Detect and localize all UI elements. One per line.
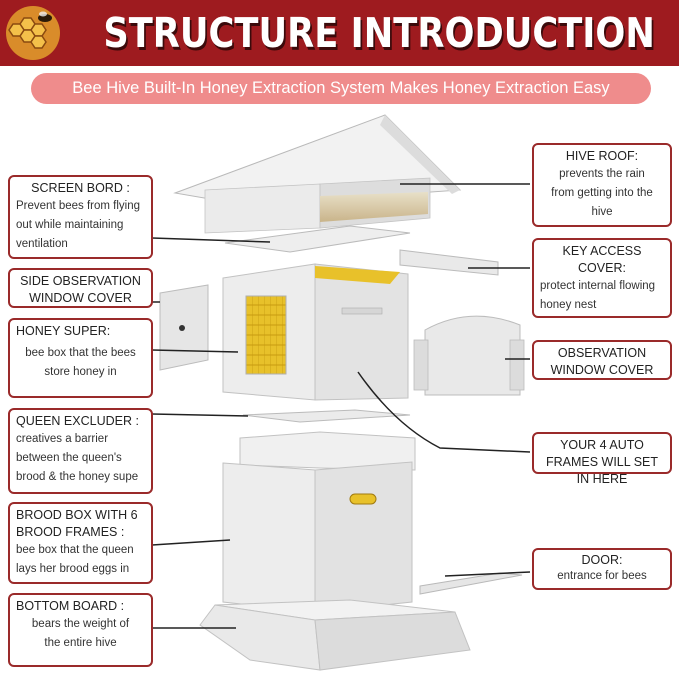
label-door-desc: entrance for bees (557, 570, 647, 582)
side-observation-cover (159, 284, 209, 371)
label-hive-roof-title: HIVE ROOF: (565, 149, 639, 163)
label-hive-roof-desc: prevents the rain from getting into the … (551, 168, 653, 218)
label-honey-super-title: HONEY SUPER: (16, 324, 111, 338)
label-honey-super-desc: bee box that the bees store honey in (25, 347, 136, 378)
label-auto-frames-title: YOUR 4 AUTO FRAMES WILL SET IN HERE (545, 438, 659, 486)
label-bottom-board: BOTTOM BOARD : bears the weight of the e… (8, 593, 153, 667)
honeycomb-logo-icon (6, 6, 60, 60)
label-hive-roof: HIVE ROOF: prevents the rain from gettin… (532, 143, 672, 227)
label-screen-board-title: SCREEN BORD : (31, 181, 130, 195)
label-bottom-board-title: BOTTOM BOARD : (16, 599, 125, 613)
page-title: STRUCTURE INTRODUCTION (103, 9, 655, 57)
label-queen-excluder-desc: creatives a barrier between the queen's … (16, 433, 139, 483)
screen-board (224, 225, 411, 253)
key-access-cover (399, 249, 499, 276)
label-auto-frames: YOUR 4 AUTO FRAMES WILL SET IN HERE (532, 432, 672, 486)
door-piece (419, 572, 523, 595)
brood-box (222, 431, 416, 613)
label-observation-window: OBSERVATION WINDOW COVER (532, 340, 672, 380)
label-brood-box-title: BROOD BOX WITH 6 BROOD FRAMES : (16, 508, 138, 539)
honey-super (222, 263, 409, 401)
label-side-observation-title: SIDE OBSERVATION WINDOW COVER (20, 274, 141, 305)
header-banner: STRUCTURE INTRODUCTION (0, 0, 679, 66)
bottom-board (199, 599, 471, 671)
label-key-access-cover: KEY ACCESS COVER: protect internal flowi… (532, 238, 672, 318)
hive-roof (173, 114, 462, 234)
label-key-access-desc: protect internal flowing honey nest (540, 280, 656, 311)
label-screen-board: SCREEN BORD : Prevent bees from flying o… (8, 175, 153, 259)
page-subtitle: Bee Hive Built-In Honey Extraction Syste… (31, 73, 651, 104)
leader-lines (151, 183, 531, 629)
label-bottom-board-desc: bears the weight of the entire hive (31, 618, 130, 649)
label-queen-excluder-title: QUEEN EXCLUDER : (16, 414, 139, 428)
label-door-title: DOOR: (581, 553, 623, 567)
label-brood-box: BROOD BOX WITH 6 BROOD FRAMES : bee box … (8, 502, 153, 584)
observation-window-cover (413, 315, 525, 396)
label-side-observation: SIDE OBSERVATION WINDOW COVER (8, 268, 153, 308)
label-queen-excluder: QUEEN EXCLUDER : creatives a barrier bet… (8, 408, 153, 494)
label-key-access-title: KEY ACCESS COVER: (562, 244, 642, 275)
queen-excluder (242, 409, 411, 423)
label-door: DOOR: entrance for bees (532, 548, 672, 590)
label-brood-box-desc: bee box that the queen lays her brood eg… (16, 544, 134, 575)
label-screen-board-desc: Prevent bees from flying out while maint… (16, 200, 141, 250)
label-honey-super: HONEY SUPER: bee box that the bees store… (8, 318, 153, 398)
label-observation-window-title: OBSERVATION WINDOW COVER (550, 346, 654, 377)
